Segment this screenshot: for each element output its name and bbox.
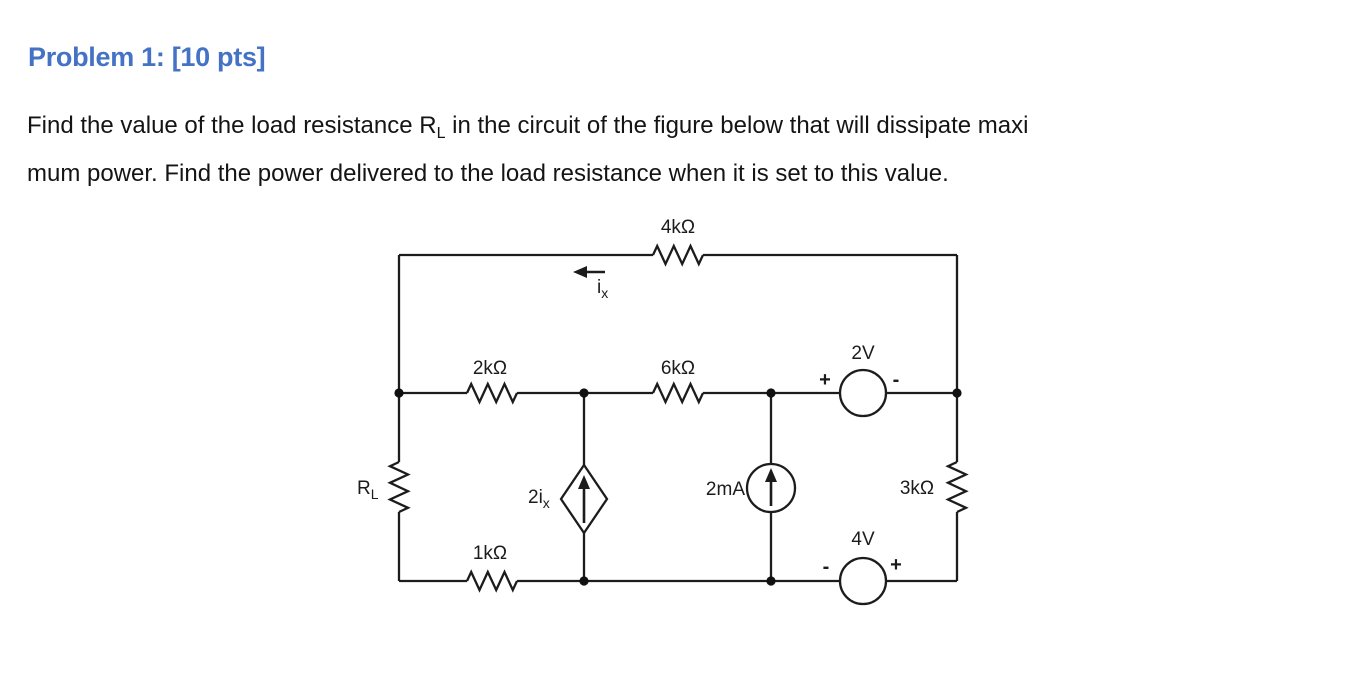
voltage-source-4v-plus-sign: + xyxy=(890,554,902,576)
voltage-source-4v-label: 4V xyxy=(851,529,875,550)
resistor-1k-zigzag xyxy=(465,569,519,593)
resistor-3k-label: 3kΩ xyxy=(900,478,934,499)
node-dot-dep-top xyxy=(579,388,589,398)
dependent-source-arrow-icon xyxy=(578,475,590,489)
problem-statement-line2: mum power. Find the power delivered to t… xyxy=(27,160,949,187)
resistor-4k-zigzag xyxy=(651,243,705,267)
dependent-source-label: 2ix xyxy=(528,487,550,511)
voltage-source-2v-label: 2V xyxy=(851,343,875,364)
resistor-2k-zigzag xyxy=(465,381,519,405)
rl-subscript: L xyxy=(436,125,446,142)
node-dot-isrc-bottom xyxy=(766,576,776,586)
current-source-label: 2mA xyxy=(706,479,745,500)
line1-text-before: Find the value of the load resistance R xyxy=(27,112,437,139)
ix-current-label: ix xyxy=(597,277,608,301)
node-dot-right-middle xyxy=(952,388,962,398)
voltage-source-2v-minus-sign: - xyxy=(893,369,900,391)
node-dot-dep-bottom xyxy=(579,576,589,586)
load-resistor-label: RL xyxy=(357,478,379,502)
voltage-source-4v-minus-sign: - xyxy=(823,556,830,578)
voltage-source-2v-plus-sign: + xyxy=(819,369,831,391)
resistor-2k-label: 2kΩ xyxy=(473,358,507,379)
line1-text-after: in the circuit of the figure below that … xyxy=(445,112,1029,139)
resistor-4k-label: 4kΩ xyxy=(661,217,695,238)
resistor-load-zigzag xyxy=(387,460,411,514)
problem-statement-line1: Find the value of the load resistance RL… xyxy=(27,103,1317,151)
problem-statement: Find the value of the load resistance RL… xyxy=(27,103,1317,196)
resistor-3k-zigzag xyxy=(945,460,969,514)
node-dot-left-middle xyxy=(394,388,404,398)
ix-arrow-icon xyxy=(573,266,587,278)
voltage-source-2v-circle xyxy=(838,368,888,418)
resistor-6k-label: 6kΩ xyxy=(661,358,695,379)
problem-title: Problem 1: [10 pts] xyxy=(28,42,266,72)
current-source-arrow-icon xyxy=(765,468,777,482)
circuit-figure: 4kΩ ix 2kΩ 6kΩ 2V + - RL 2ix 2mA 3kΩ 4V … xyxy=(340,200,990,630)
resistor-1k-label: 1kΩ xyxy=(473,543,507,564)
circuit-diagram: 4kΩ ix 2kΩ 6kΩ 2V + - RL 2ix 2mA 3kΩ 4V … xyxy=(357,217,969,606)
node-dot-isrc-top xyxy=(766,388,776,398)
resistor-6k-zigzag xyxy=(651,381,705,405)
voltage-source-4v-circle xyxy=(838,556,888,606)
